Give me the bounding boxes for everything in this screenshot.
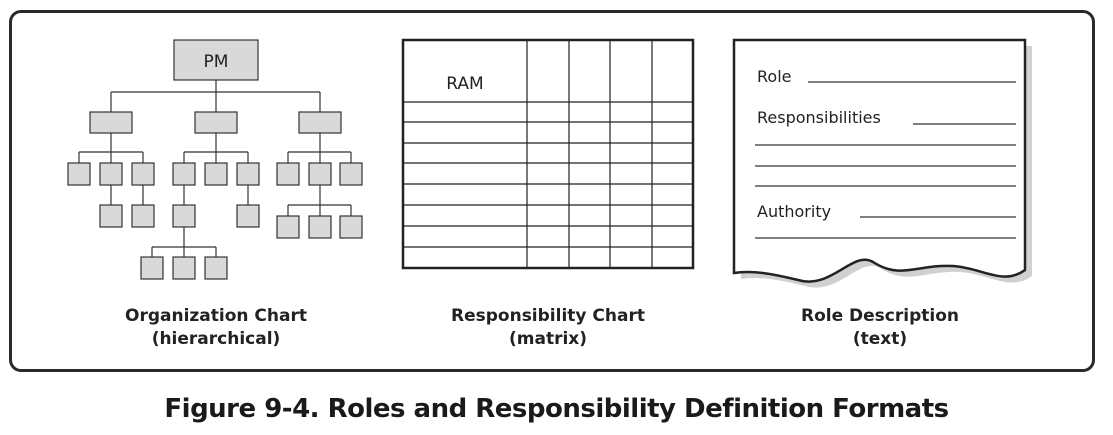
org-box-level2 xyxy=(194,111,238,134)
responsibilities-field-label: Responsibilities xyxy=(757,108,881,127)
org-box-level2 xyxy=(89,111,133,134)
role-field-label: Role xyxy=(757,67,791,86)
responsibility-chart-caption-line2: (matrix) xyxy=(508,329,588,349)
org-chart-pm-label: PM xyxy=(204,52,229,72)
role-description-caption-line1: Role Description xyxy=(801,306,959,326)
org-box-level5 xyxy=(172,256,196,280)
org-chart-caption-line2: (hierarchical) xyxy=(151,329,281,349)
org-box-level4 xyxy=(308,215,332,239)
matrix-column-lines xyxy=(526,40,653,268)
org-box-level3 xyxy=(308,162,332,186)
org-box-level3 xyxy=(339,162,363,186)
org-box-level5 xyxy=(140,256,164,280)
responsibility-matrix: RAM xyxy=(401,38,695,270)
org-box-level5 xyxy=(204,256,228,280)
org-box-pm xyxy=(173,39,259,81)
matrix-row-lines xyxy=(403,101,693,248)
org-box-level2 xyxy=(298,111,342,134)
org-box-level3 xyxy=(172,162,196,186)
org-box-level4 xyxy=(339,215,363,239)
org-box-level4 xyxy=(276,215,300,239)
matrix-border xyxy=(401,38,695,270)
authority-field-label: Authority xyxy=(757,202,831,221)
org-box-level3 xyxy=(236,162,260,186)
role-description-document: Role Responsibilities Authority xyxy=(732,38,1032,288)
figure-title: Figure 9-4. Roles and Responsibility Def… xyxy=(164,394,949,424)
matrix-ram-label: RAM xyxy=(446,74,483,94)
org-box-level3 xyxy=(99,162,123,186)
organization-chart: PM xyxy=(67,39,363,280)
org-box-level3 xyxy=(131,162,155,186)
org-chart-caption-line1: Organization Chart xyxy=(125,306,307,326)
role-description-caption: Role Description (text) xyxy=(750,305,1010,351)
org-box-level4 xyxy=(131,204,155,228)
org-box-level3 xyxy=(276,162,300,186)
org-box-level4 xyxy=(99,204,123,228)
responsibility-chart-caption: Responsibility Chart (matrix) xyxy=(418,305,678,351)
role-description-caption-line2: (text) xyxy=(852,329,908,349)
org-box-level4 xyxy=(236,204,260,228)
org-chart-caption: Organization Chart (hierarchical) xyxy=(86,305,346,351)
org-box-level3 xyxy=(204,162,228,186)
org-box-level3 xyxy=(67,162,91,186)
org-box-level4 xyxy=(172,204,196,228)
responsibility-chart-caption-line1: Responsibility Chart xyxy=(451,306,645,326)
org-chart-connectors xyxy=(78,80,352,257)
document-paper xyxy=(732,38,1027,283)
document-rule-lines xyxy=(755,81,1016,239)
